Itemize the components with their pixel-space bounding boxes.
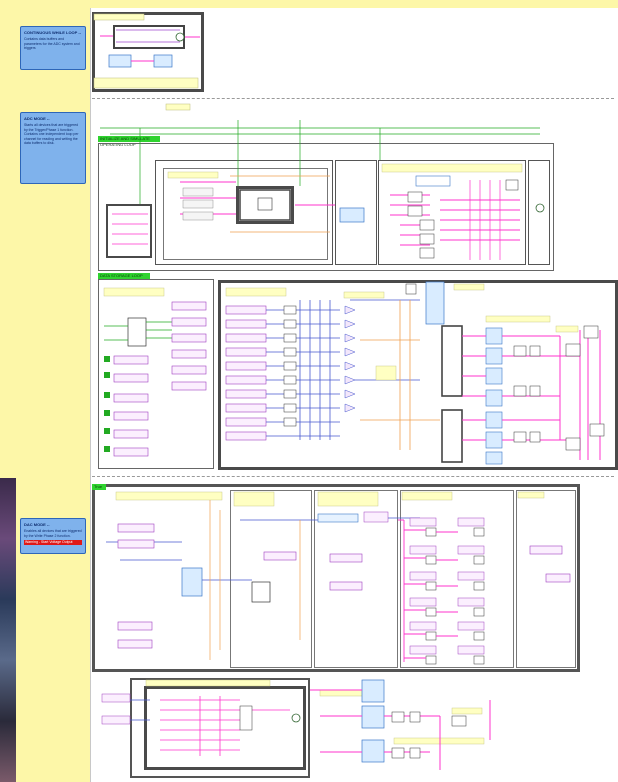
subvi-node[interactable]	[362, 680, 384, 702]
subvi-node[interactable]	[109, 55, 131, 67]
comment-block	[166, 104, 190, 110]
comment-block	[94, 78, 198, 88]
loop-stop-icon[interactable]	[292, 714, 300, 722]
subvi-node[interactable]	[258, 198, 272, 210]
subvi-node[interactable]	[426, 282, 444, 324]
comment-block	[94, 14, 144, 20]
subvi-node[interactable]	[340, 208, 364, 222]
subvi-node[interactable]	[362, 740, 384, 762]
subvi-node[interactable]	[182, 568, 202, 596]
loop-stop-icon[interactable]	[536, 204, 544, 212]
index-array-node[interactable]	[128, 318, 146, 346]
loop-stop-icon[interactable]	[176, 33, 184, 41]
subvi-node[interactable]	[362, 706, 384, 728]
subvi-node[interactable]	[318, 514, 358, 522]
subvi-node[interactable]	[154, 55, 172, 67]
